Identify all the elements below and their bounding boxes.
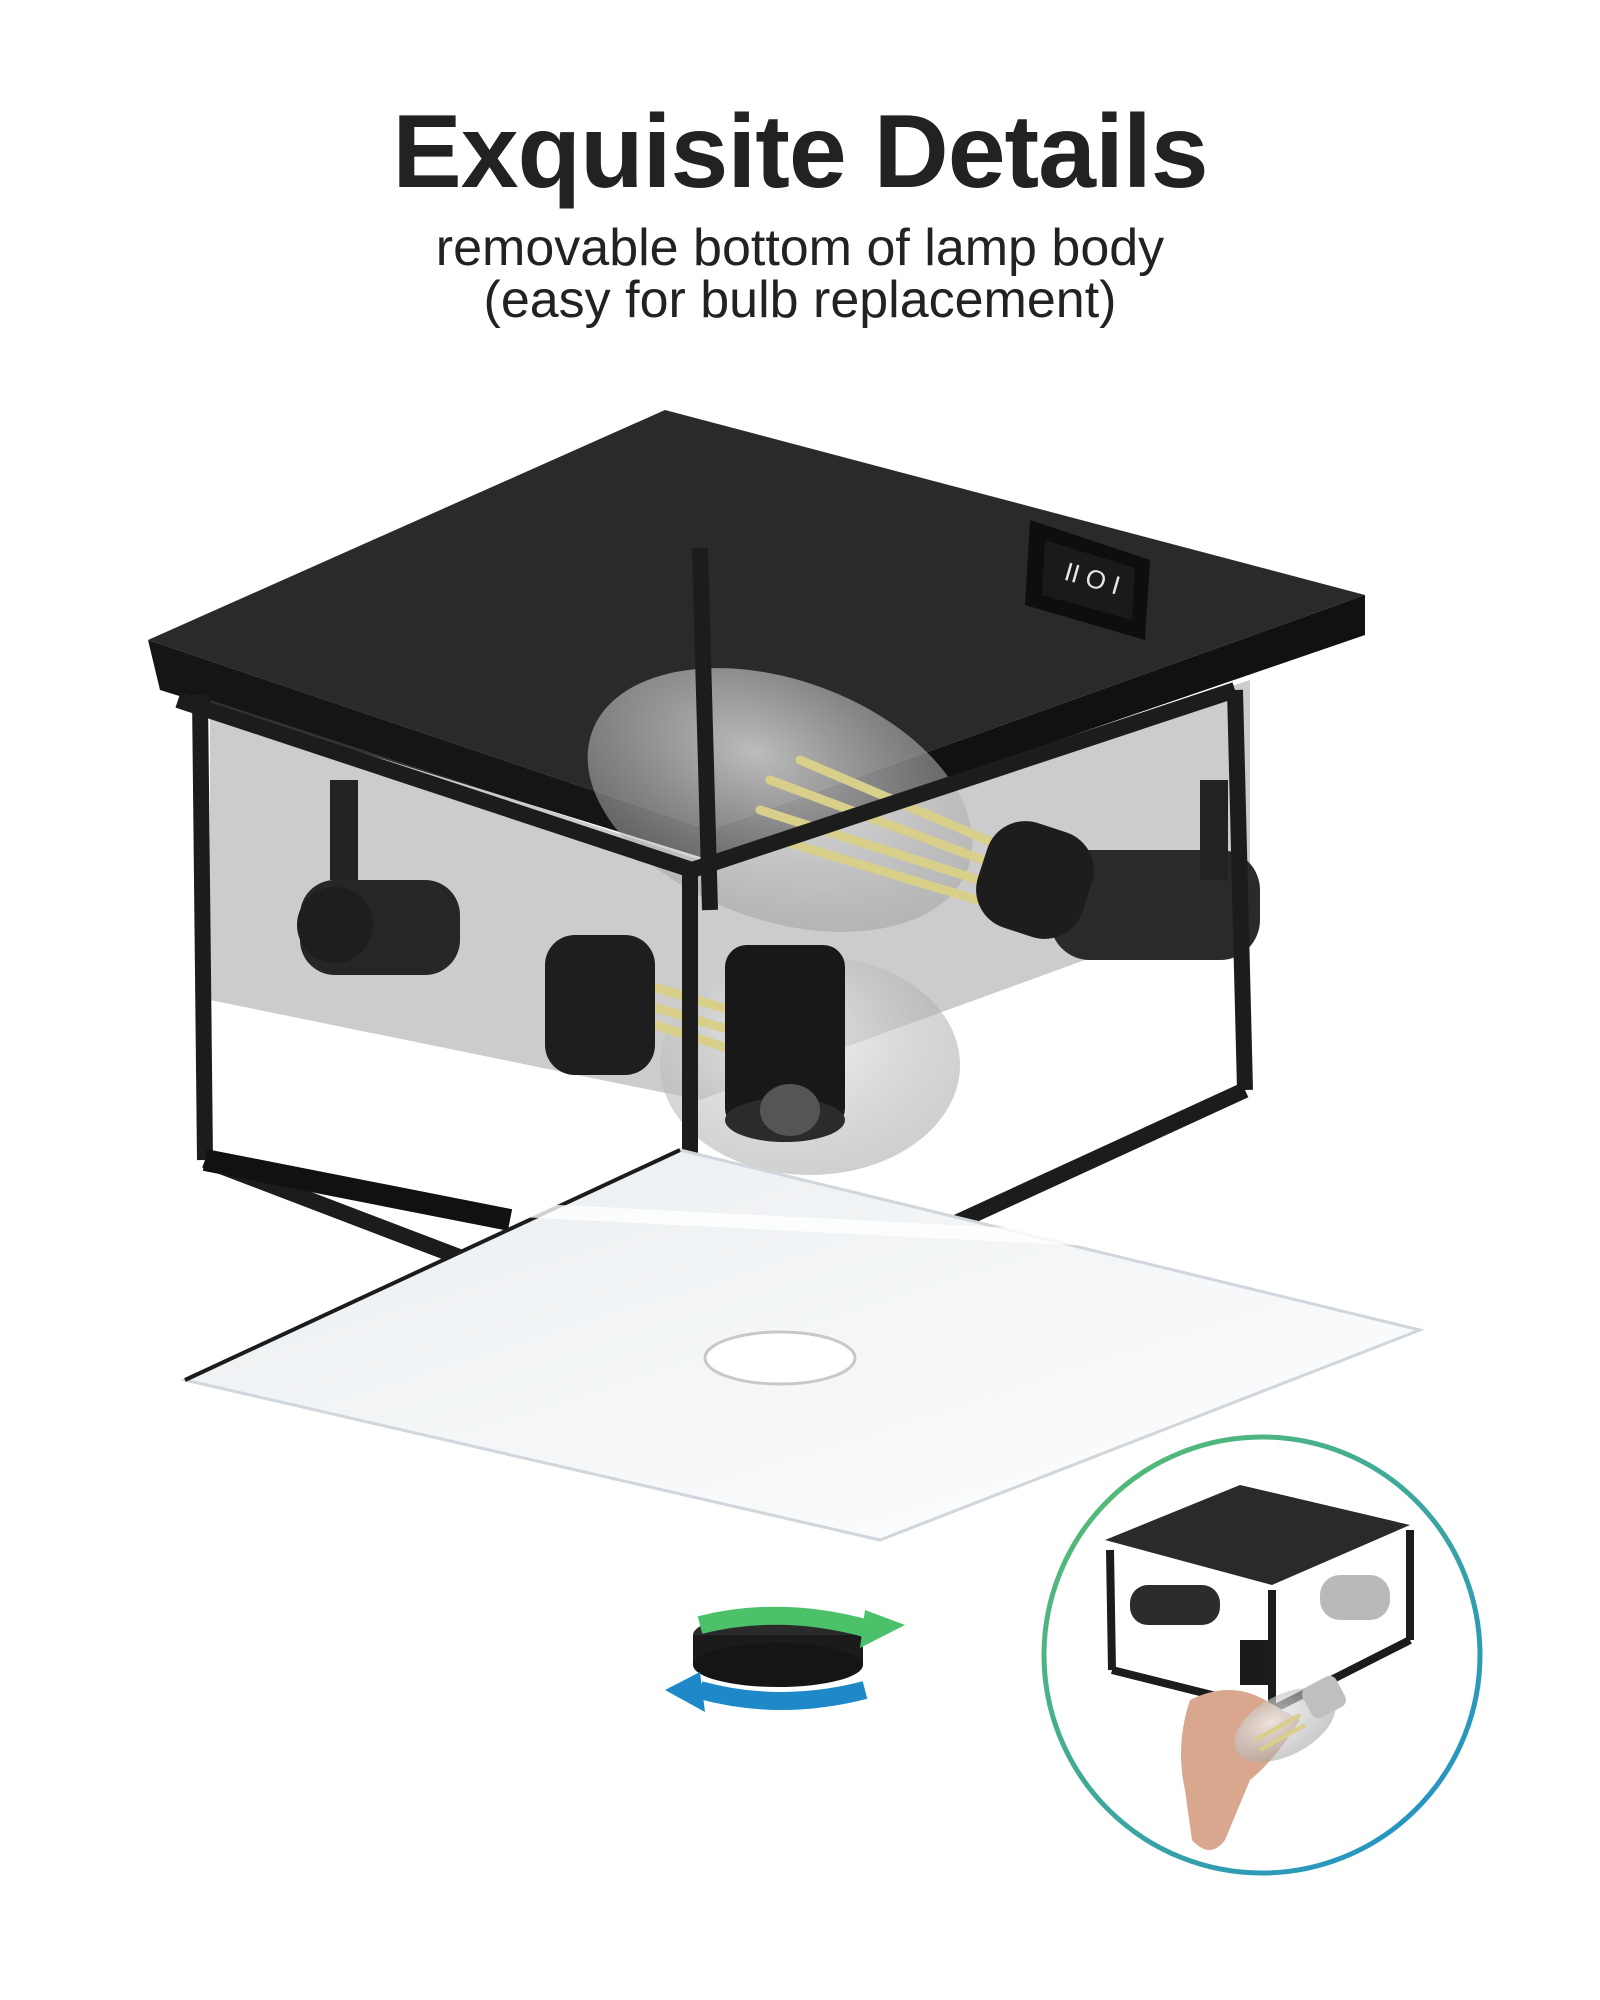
ceiling-lamp: II O I (148, 410, 1365, 1353)
subtitle-line-2: (easy for bulb replacement) (483, 271, 1117, 329)
removable-glass-panel (180, 1148, 1425, 1542)
panel-hole (703, 1330, 857, 1386)
page-subtitle: removable bottom of lamp body (easy for … (0, 222, 1600, 326)
page-title: Exquisite Details (392, 94, 1208, 210)
inset-bulb-replacement (1041, 1434, 1483, 1876)
frame-bottom-rail (202, 1149, 513, 1231)
filament-back (755, 755, 1015, 915)
bulb-socket-left (297, 780, 460, 975)
bottom-socket (725, 945, 845, 1142)
lamp-top-plate (148, 410, 1365, 830)
rotate-arrows-icon (665, 1606, 905, 1712)
toggle-switch-icon[interactable]: II O I (1025, 520, 1150, 640)
subtitle-line-1: removable bottom of lamp body (435, 219, 1165, 277)
bulb-socket-right (1050, 780, 1260, 960)
